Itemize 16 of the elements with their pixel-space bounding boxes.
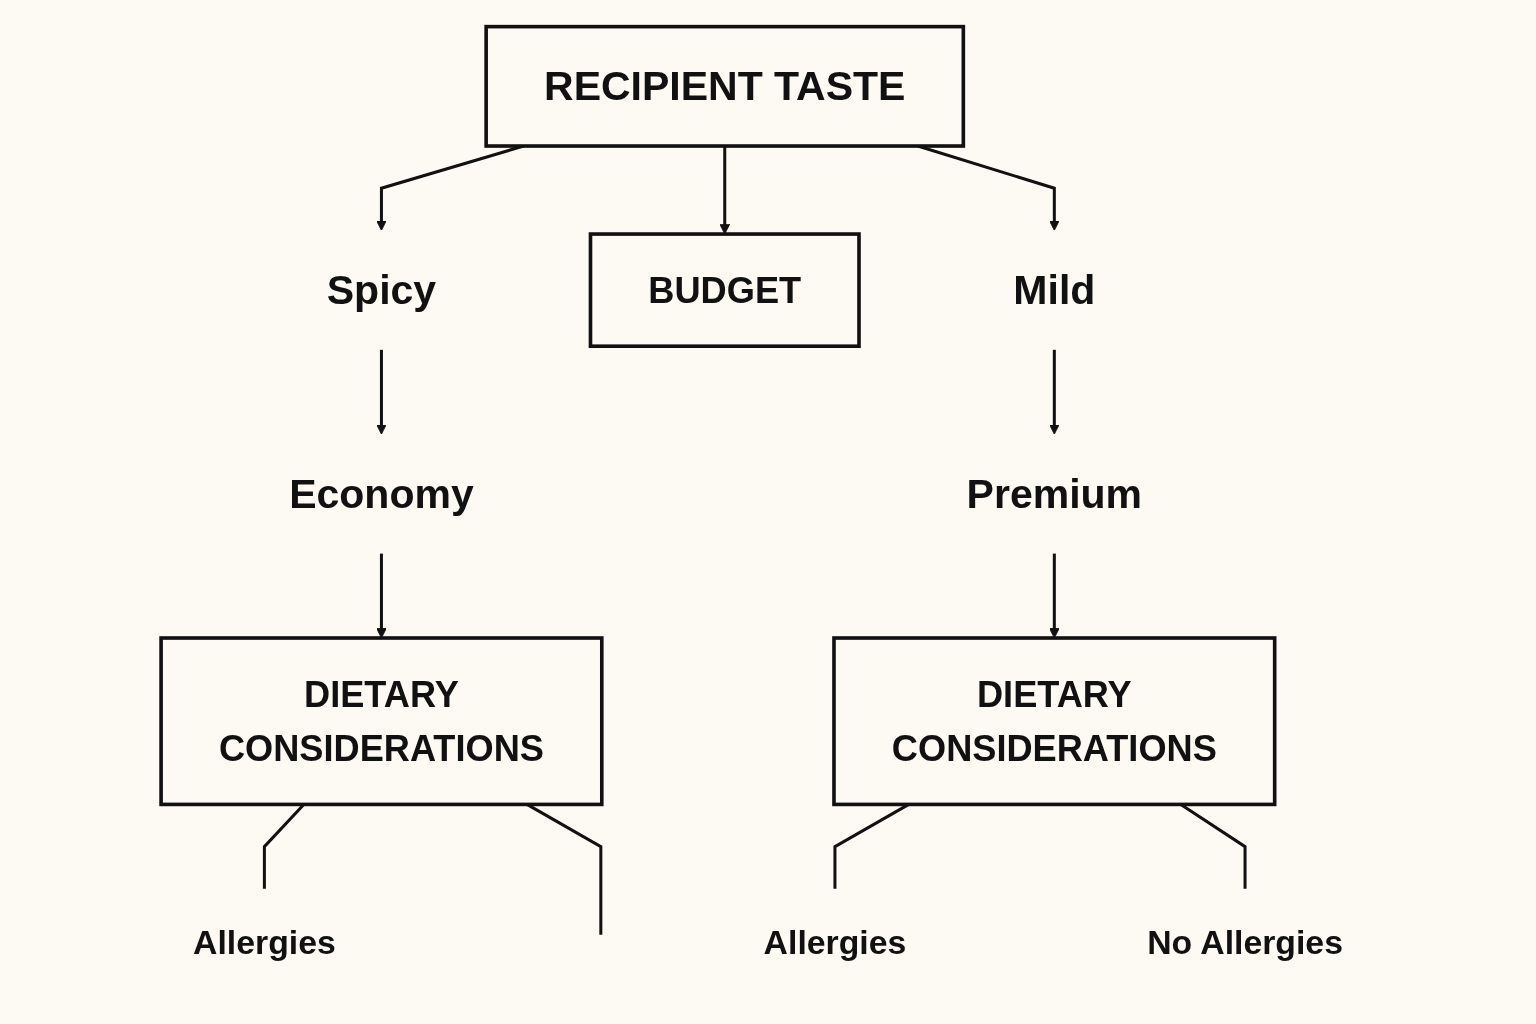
node-text: Mild	[1013, 266, 1096, 313]
node-text: Economy	[289, 470, 474, 517]
node-text: Spicy	[326, 266, 437, 313]
node-box: DIETARY CONSIDERATIONS	[832, 636, 1277, 807]
node-text: Allergies	[193, 923, 336, 962]
arrow	[376, 553, 387, 639]
node-box: RECIPIENT TASTE	[484, 24, 966, 148]
node-box: BUDGET	[588, 232, 861, 348]
node-text: Premium	[966, 470, 1143, 517]
node-text: Allergies	[763, 923, 907, 962]
node-text: No Allergies	[1147, 923, 1343, 962]
arrow	[719, 146, 731, 235]
arrow	[376, 349, 387, 435]
arrow	[1049, 553, 1060, 639]
arrow	[1049, 349, 1060, 435]
node-box: DIETARY CONSIDERATIONS	[159, 636, 604, 807]
